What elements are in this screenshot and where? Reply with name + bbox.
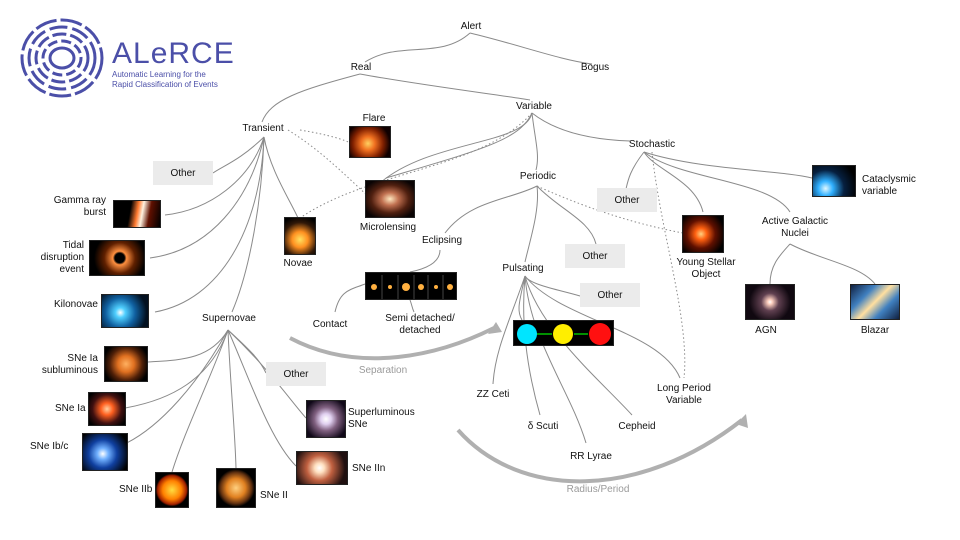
node-blazar: Blazar (860, 325, 890, 336)
node-alert: Alert (460, 21, 482, 32)
superluminous-sne-image (306, 400, 346, 438)
node-stochastic: Stochastic (628, 139, 676, 150)
node-gamma-ray-burst: Gamma ray burst (53, 195, 106, 218)
other-supernovae-box: Other (266, 362, 326, 386)
blazar-image (850, 284, 900, 320)
node-zz-ceti: ZZ Ceti (476, 389, 510, 400)
gamma-ray-burst-image (113, 200, 161, 228)
other-periodic-box-1: Other (565, 244, 625, 268)
node-sne-ia: SNe Ia (55, 403, 86, 414)
node-sne-ia-subluminous: SNe Ia subluminous (41, 353, 98, 376)
node-sne-iib: SNe IIb (119, 484, 153, 495)
node-flare: Flare (362, 113, 386, 124)
node-long-period-variable: Long Period Variable (657, 383, 711, 406)
separation-axis-label: Separation (358, 365, 408, 376)
node-pulsating: Pulsating (502, 263, 544, 274)
node-periodic: Periodic (519, 171, 557, 182)
sne-ia-subluminous-image (104, 346, 148, 382)
node-novae: Novae (283, 258, 313, 269)
node-cepheid: Cepheid (618, 421, 656, 432)
node-delta-scuti: δ Scuti (527, 421, 559, 432)
other-periodic-box-2: Other (580, 283, 640, 307)
node-contact: Contact (312, 319, 348, 330)
pulsating-stars-image (513, 320, 614, 346)
node-transient: Transient (242, 123, 284, 134)
node-superluminous-sne: Superluminous SNe (348, 407, 415, 430)
agn-image (745, 284, 795, 320)
other-transient-box: Other (153, 161, 213, 185)
radius-period-axis-label: Radius/Period (566, 484, 630, 495)
node-supernovae: Supernovae (202, 313, 256, 324)
sne-iin-image (296, 451, 348, 485)
sne-ii-image (216, 468, 256, 508)
node-active-galactic-nuclei: Active Galactic Nuclei (761, 216, 829, 239)
node-eclipsing: Eclipsing (421, 235, 463, 246)
eclipsing-binary-strip-image (365, 272, 457, 300)
tidal-disruption-event-image (89, 240, 145, 276)
node-agn: AGN (755, 325, 777, 336)
node-sne-iin: SNe IIn (352, 463, 386, 474)
node-bogus: Bogus (580, 62, 610, 73)
node-tidal-disruption-event: Tidal disruption event (40, 240, 84, 275)
flare-image (349, 126, 391, 158)
other-stochastic-box: Other (597, 188, 657, 212)
logo-title: ALeRCE (112, 37, 235, 70)
sne-ibc-image (82, 433, 128, 471)
sne-iib-image (155, 472, 189, 508)
node-microlensing: Microlensing (359, 222, 417, 233)
microlensing-image (365, 180, 415, 218)
node-semi-detached: Semi detached/ detached (385, 313, 455, 336)
young-stellar-object-image (682, 215, 724, 253)
novae-image (284, 217, 316, 255)
alerce-spiral-logo-icon (20, 18, 104, 98)
node-young-stellar-object: Young Stellar Object (676, 257, 736, 280)
logo-subtitle-line2: Rapid Classification of Events (112, 80, 218, 89)
sne-ia-image (88, 392, 126, 426)
node-cataclysmic-variable: Cataclysmic variable (862, 174, 916, 197)
node-kilonovae: Kilonovae (54, 299, 98, 310)
logo-subtitle-line1: Automatic Learning for the (112, 70, 206, 79)
node-variable: Variable (516, 101, 552, 112)
node-real: Real (350, 62, 372, 73)
node-sne-ibc: SNe Ib/c (30, 441, 69, 452)
cataclysmic-variable-image (812, 165, 856, 197)
kilonovae-image (101, 294, 149, 328)
node-sne-ii: SNe II (260, 490, 288, 501)
node-rr-lyrae: RR Lyrae (570, 451, 612, 462)
